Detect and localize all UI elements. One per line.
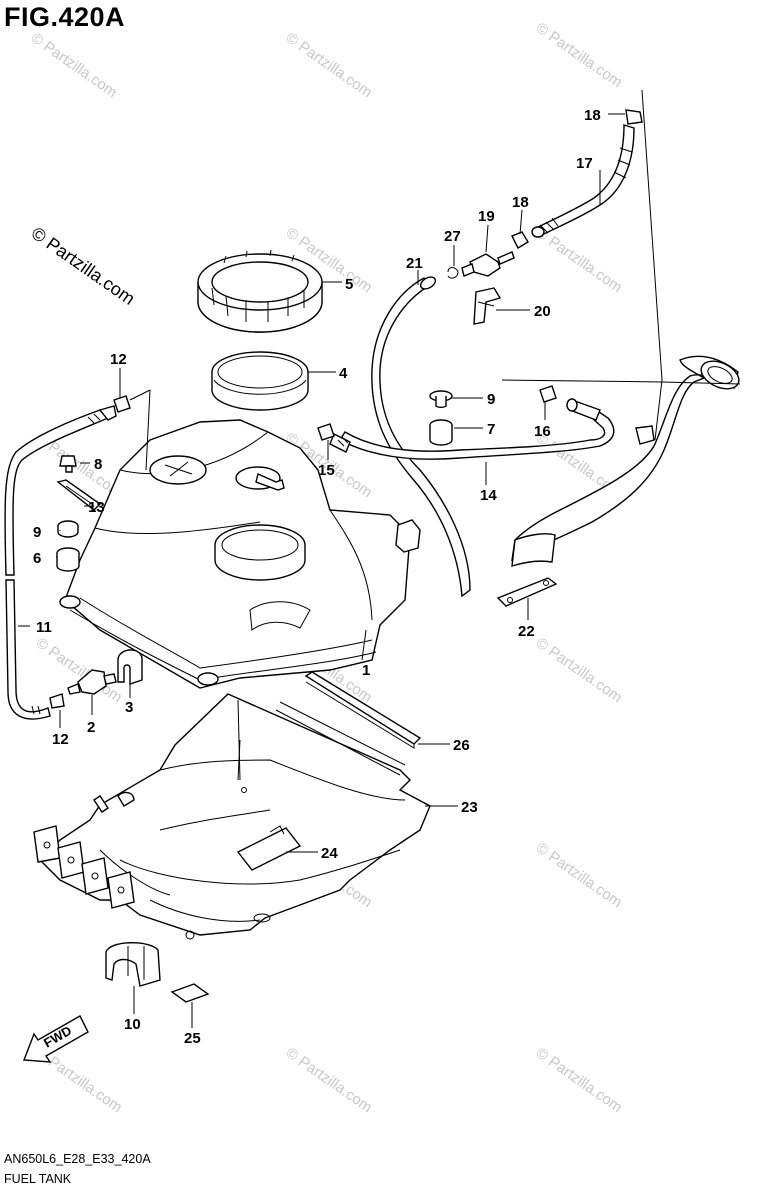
callout-13: 13 <box>88 499 105 516</box>
part-5-pump-ring <box>197 249 323 333</box>
part-2-valve <box>67 669 117 695</box>
callout-19: 19 <box>478 208 495 225</box>
part-1-fuel-tank <box>59 419 421 689</box>
part-16-clamp <box>539 385 557 403</box>
part-11-hose <box>4 405 117 720</box>
part-14-hose <box>329 398 615 460</box>
part-12-clamp-top <box>113 395 131 413</box>
callout-20: 20 <box>534 303 551 320</box>
callout-23: 23 <box>461 799 478 816</box>
callout-17: 17 <box>576 155 593 172</box>
part-8-bolt <box>59 455 77 473</box>
callout-7: 7 <box>487 421 495 438</box>
part-7-cushion <box>429 419 453 446</box>
callout-4: 4 <box>339 365 348 382</box>
callout-27: 27 <box>444 228 461 245</box>
part-12-clamp-bottom <box>49 693 65 709</box>
watermark-main: © Partzilla.com <box>28 223 139 309</box>
part-19-valve <box>461 251 515 277</box>
part-15-clamp <box>317 423 335 441</box>
part-13-bracket <box>56 479 102 511</box>
part-18-clamp-mid <box>511 231 529 249</box>
callout-6: 6 <box>33 550 41 567</box>
watermark: © Partzilla.com <box>533 634 626 706</box>
callout-22: 22 <box>518 623 535 640</box>
part-18-clamp-top <box>625 109 643 125</box>
callout-9-left: 9 <box>33 524 41 541</box>
part-9-cushion-left <box>57 520 79 538</box>
watermark: © Partzilla.com <box>533 19 626 91</box>
part-9-cushion-right <box>429 390 453 409</box>
callout-2: 2 <box>87 719 95 736</box>
leader-lines <box>18 113 625 1028</box>
watermark: © Partzilla.com <box>33 634 126 706</box>
part-24-label <box>236 825 302 871</box>
watermark: © Partzilla.com <box>533 839 626 911</box>
reference-lines <box>129 89 741 781</box>
callout-18-mid: 18 <box>512 194 529 211</box>
watermark: © Partzilla.com <box>533 224 626 296</box>
callout-9-right: 9 <box>487 391 495 408</box>
callout-12-top: 12 <box>110 351 127 368</box>
watermark: © Partzilla.com <box>283 29 376 101</box>
part-21-hose <box>371 276 471 598</box>
callout-11: 11 <box>36 619 52 636</box>
callout-1: 1 <box>362 662 370 679</box>
part-6-cushion <box>56 547 80 572</box>
part-10-holder <box>105 942 161 987</box>
filler-neck <box>511 355 740 567</box>
part-20-bracket <box>473 287 502 325</box>
watermark: © Partzilla.com <box>533 1044 626 1116</box>
callout-21: 21 <box>406 255 423 272</box>
part-26-strip <box>304 671 422 749</box>
watermark: © Partzilla.com <box>28 29 121 101</box>
callout-5: 5 <box>345 276 353 293</box>
part-22-bracket <box>496 577 558 607</box>
callout-18-top: 18 <box>584 107 601 124</box>
figure-title: FIG.420A <box>4 2 126 32</box>
callout-24: 24 <box>321 845 338 862</box>
callout-14: 14 <box>480 487 497 504</box>
part-3-holder <box>117 649 143 685</box>
callout-10: 10 <box>124 1016 141 1033</box>
callout-12-bottom: 12 <box>52 731 69 748</box>
callout-16: 16 <box>534 423 551 440</box>
callout-15: 15 <box>318 462 335 479</box>
callout-25: 25 <box>184 1030 201 1047</box>
part-4-gasket <box>211 351 309 411</box>
callout-26: 26 <box>453 737 470 754</box>
callout-3: 3 <box>125 699 133 716</box>
callout-8: 8 <box>94 456 102 473</box>
figure-name: FUEL TANK <box>4 1172 72 1186</box>
part-17-hose <box>531 124 635 238</box>
part-23-under-cover <box>33 693 431 940</box>
part-25-pad <box>170 983 210 1003</box>
watermark: © Partzilla.com <box>283 1044 376 1116</box>
figure-code: AN650L6_E28_E33_420A <box>4 1152 151 1166</box>
part-27-clip <box>447 267 459 279</box>
callout-labels: 1 2 3 4 5 6 7 8 9 9 10 11 12 12 13 14 15… <box>33 107 601 1047</box>
